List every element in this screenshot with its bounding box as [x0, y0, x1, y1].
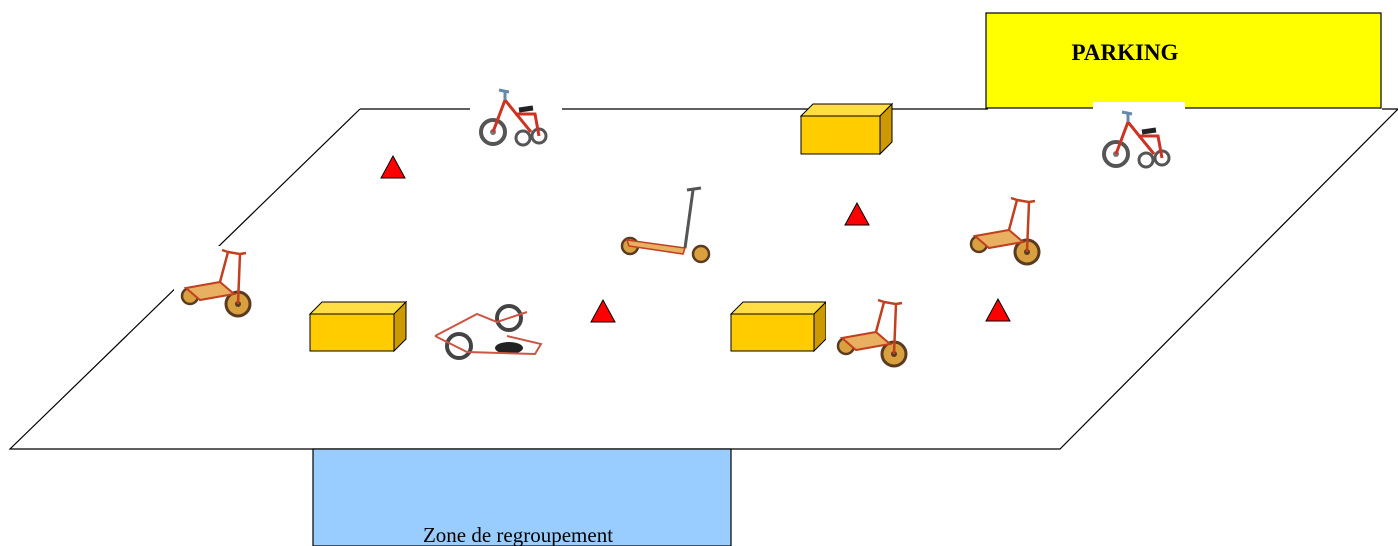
cargo-tricycle-right-icon	[967, 194, 1045, 274]
regroup-zone	[312, 448, 732, 546]
cone-1	[380, 154, 406, 179]
cone-3	[590, 298, 616, 323]
cargo-tricycle-bottom-icon	[826, 296, 918, 376]
parking-label: PARKING	[1072, 40, 1179, 65]
cargo-tricycle-left-icon	[174, 246, 258, 326]
scooter-icon	[617, 180, 713, 270]
block-left	[308, 300, 408, 353]
overturned-tricycle-icon	[429, 296, 545, 368]
regroup-zone-label: Zone de regroupement	[423, 523, 613, 546]
cone-4	[985, 297, 1011, 322]
cone-2	[844, 201, 870, 226]
tricycle-top-right-icon	[1093, 102, 1185, 178]
block-right	[729, 300, 828, 353]
tricycle-top-left-icon	[470, 80, 562, 156]
parking-zone	[985, 12, 1382, 109]
block-top	[799, 102, 894, 156]
